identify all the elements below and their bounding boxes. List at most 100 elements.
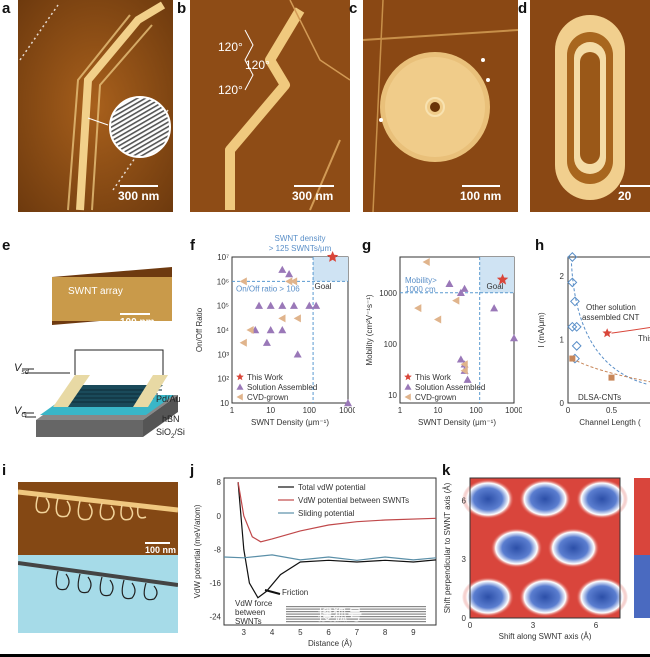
plot-frame: [567, 256, 650, 404]
y-tick-label: 10: [388, 391, 397, 400]
y-tick-label: 10²: [217, 375, 229, 384]
scale-bar-i: 100 nm: [145, 542, 176, 555]
mobility-note-2: 1000 cm: [405, 285, 436, 294]
x-tick-label: 100: [303, 406, 317, 415]
scale-bar-a: 300 nm: [118, 185, 159, 203]
x-tick-label: 0.5: [606, 406, 618, 415]
x-tick-label: 6: [326, 628, 331, 637]
this-work-pointer: [611, 327, 650, 334]
solution-point: [255, 301, 264, 309]
vg-label: VG: [14, 405, 27, 420]
substrate-label: SiO2/Si: [156, 427, 185, 440]
y-tick-label: 0: [560, 399, 565, 408]
solution-point: [266, 301, 275, 309]
cvd-point: [239, 338, 247, 347]
angle-label-3: 120°: [218, 83, 243, 97]
scale-bar-i-label: 100 nm: [145, 545, 177, 555]
solution-point: [285, 270, 294, 278]
solution-point: [344, 399, 352, 407]
heatmap-minimum: [576, 577, 628, 617]
this-work-label: This: [638, 334, 650, 343]
heatmap-minimum: [462, 577, 514, 617]
legend-cvd: CVD-grown: [247, 393, 288, 402]
panel-label-c: c: [349, 0, 358, 17]
y-axis-label: Mobility (cm²V⁻¹s⁻¹): [365, 294, 374, 365]
cvd-point: [239, 277, 247, 286]
solution-point: [312, 301, 321, 309]
y-tick-label: 1000: [379, 289, 397, 298]
goal-label: Goal: [487, 282, 504, 291]
y-tick-label: 0: [462, 614, 467, 623]
heatmap-minimum: [547, 528, 600, 568]
scale-bar-e-label: 100 nm: [120, 317, 155, 328]
afm-image-b: [190, 0, 350, 212]
dlsa-point: [569, 355, 576, 362]
device-schematic: [22, 349, 178, 437]
y-tick-label: 1: [560, 336, 565, 345]
dlsa-label: DLSA-CNTs: [578, 393, 621, 402]
legend-marker-this-work: [404, 373, 412, 381]
vsd-label: Vsd: [14, 362, 29, 377]
electrode-label: Pd/Au: [156, 394, 181, 404]
cvd-point: [289, 277, 298, 286]
series-line-2: [223, 554, 437, 561]
this-work-point: [496, 273, 509, 285]
density-note-2: > 125 SWNTs/μm: [269, 244, 332, 253]
solution-point: [490, 304, 499, 312]
other-cnt-point: [570, 296, 580, 307]
vdw-force-label-3: SWNTs: [235, 617, 262, 626]
x-tick-label: 3: [531, 621, 536, 630]
array-label: SWNT array: [68, 286, 123, 297]
legend-marker-cvd: [404, 393, 411, 401]
cvd-point: [278, 314, 286, 323]
afm-image-a: [18, 0, 173, 212]
y-tick-label: 8: [217, 478, 222, 487]
cvd-point: [246, 326, 254, 334]
dlsa-point: [608, 374, 615, 381]
panel-label-a: a: [2, 0, 11, 17]
afm-image-i: [18, 482, 178, 555]
scale-bar-b: 300 nm: [292, 185, 334, 203]
x-tick-label: 8: [383, 628, 388, 637]
swnt-layer: [286, 621, 426, 623]
hbn-label: hBN: [162, 414, 180, 424]
legend-marker-solution: [404, 383, 412, 390]
simulation-image-i: [18, 555, 178, 633]
scale-bar-c: 100 nm: [460, 185, 501, 203]
y-tick-label: 10⁶: [217, 277, 229, 286]
heatmap-minimum: [490, 528, 543, 568]
plot-frame: [231, 256, 349, 404]
x-axis-label: Channel Length (: [579, 418, 641, 427]
scale-bar-e: 100 nm: [120, 313, 154, 328]
x-tick-label: 9: [411, 628, 416, 637]
x-tick-label: 100: [469, 406, 483, 415]
cvd-point: [293, 314, 301, 323]
bottom-border: [0, 654, 650, 657]
afm-a-art: [18, 0, 173, 212]
swnt-layer: [286, 616, 426, 618]
other-note-2: assembled CNT: [582, 313, 639, 322]
other-cnt-point: [567, 252, 578, 262]
solution-point: [510, 334, 518, 342]
x-axis-label: SWNT Density (μm⁻¹): [251, 418, 329, 427]
legend-solution: Solution Assembled: [247, 383, 317, 392]
x-tick-label: 0: [468, 621, 473, 630]
goal-region: [313, 257, 348, 282]
scale-bar-d-label: 20: [618, 189, 632, 203]
afm-d-art: [530, 0, 650, 212]
x-tick-label: 1: [230, 406, 235, 415]
cvd-point: [434, 315, 442, 324]
y-tick-label: 10: [220, 399, 229, 408]
y-tick-label: 3: [462, 555, 467, 564]
y-axis-label: On/Off Ratio: [195, 307, 204, 352]
x-tick-label: 10: [266, 406, 275, 415]
y-tick-label: 10⁷: [217, 253, 229, 262]
solution-point: [262, 338, 271, 346]
legend-entry-1: VdW potential between SWNTs: [298, 496, 409, 505]
scale-bar-a-label: 300 nm: [118, 189, 160, 203]
plot-frame: [223, 477, 437, 626]
x-tick-label: 1000: [339, 406, 355, 415]
x-tick-label: 7: [355, 628, 360, 637]
